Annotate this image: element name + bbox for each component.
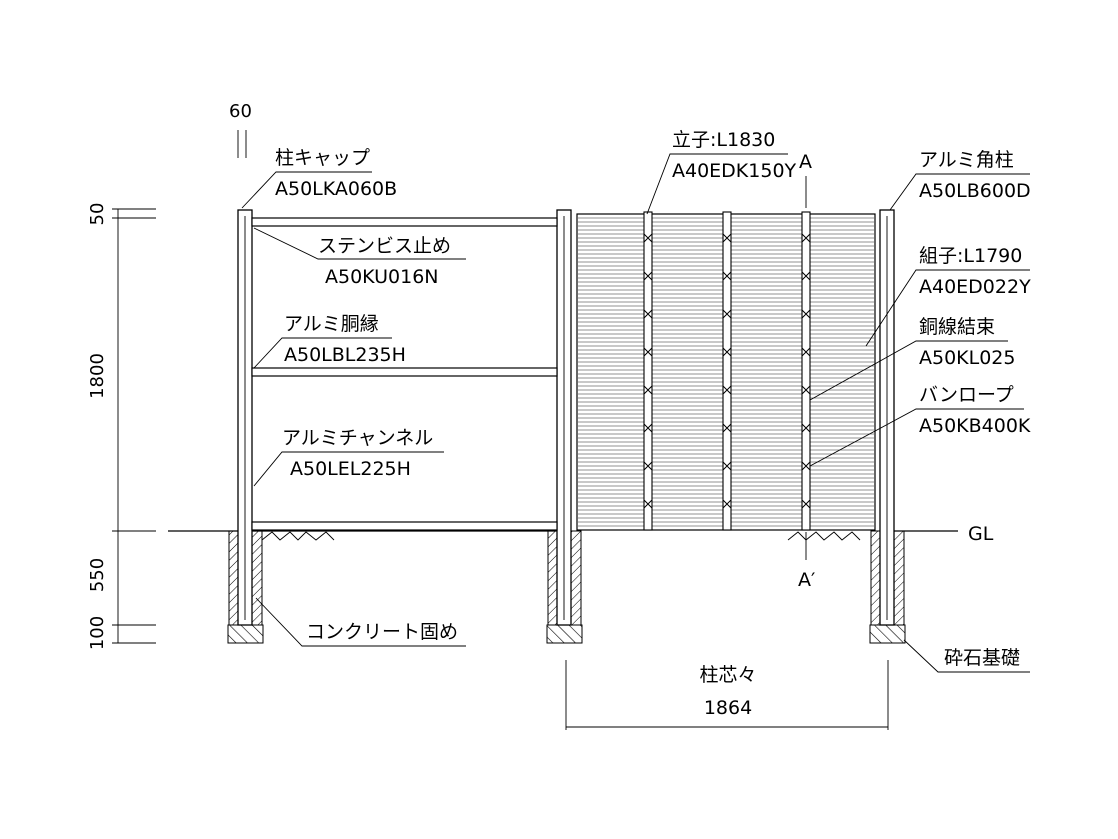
post-center-label: 柱芯々	[699, 664, 756, 686]
wire-tie-name: 銅線結束	[919, 316, 995, 338]
post-cap-code: A50LKA060B	[275, 178, 397, 200]
aluminum-channel-name: アルミチャンネル	[282, 427, 433, 449]
wire-tie-mark	[722, 461, 732, 471]
wire-tie-mark	[643, 385, 653, 395]
wire-tie-mark	[722, 385, 732, 395]
wire-tie-mark	[801, 309, 811, 319]
wire-tie-mark	[801, 385, 811, 395]
embed-depth-dimension: 550	[87, 558, 108, 592]
aluminum-rail-code: A50LBL235H	[284, 344, 406, 366]
wire-tie-mark	[722, 271, 732, 281]
left-bay-frame	[251, 217, 558, 531]
vertical-dimension-chain	[112, 208, 156, 644]
wire-tie-mark	[722, 499, 732, 509]
wire-tie-mark	[722, 309, 732, 319]
post-center-value: 1864	[704, 697, 752, 719]
ban-rope-name: バンロープ	[919, 384, 1014, 406]
wire-tie-mark	[801, 461, 811, 471]
fence-height-dimension: 1800	[87, 353, 108, 399]
upright-bar	[801, 211, 811, 531]
kumiko-code: A40ED022Y	[919, 276, 1031, 298]
upright-code: A40EDK150Y	[672, 160, 797, 182]
wire-tie-mark	[722, 347, 732, 357]
wire-tie-mark	[722, 423, 732, 433]
section-mark-a: A	[799, 151, 812, 173]
concrete-name: コンクリート固め	[306, 621, 458, 643]
square-post-code: A50LB600D	[919, 180, 1031, 202]
section-mark-a-prime: A′	[798, 569, 815, 591]
soil-hatch-right	[787, 531, 861, 541]
base-depth-dimension: 100	[87, 616, 108, 650]
soil-hatch-left	[261, 531, 335, 541]
wire-tie-mark	[643, 271, 653, 281]
wire-tie-mark	[643, 233, 653, 243]
post-cap-name: 柱キャップ	[275, 147, 370, 169]
wire-tie-mark	[801, 271, 811, 281]
aluminum-channel-code: A50LEL225H	[290, 458, 411, 480]
ground-level-label: GL	[968, 523, 994, 545]
right-bay-infill	[576, 211, 876, 531]
wire-tie-mark	[643, 347, 653, 357]
upright-bar	[643, 211, 653, 531]
wire-tie-mark	[722, 233, 732, 243]
gravel-name: 砕石基礎	[944, 647, 1020, 669]
cap-height-dimension: 50	[87, 203, 108, 226]
kumiko-name: 組子:L1790	[919, 245, 1022, 267]
wire-tie-mark	[801, 233, 811, 243]
square-post-name: アルミ角柱	[919, 149, 1014, 171]
wire-tie-mark	[801, 499, 811, 509]
aluminum-rail-name: アルミ胴縁	[284, 313, 379, 335]
upright-bar	[722, 211, 732, 531]
stainless-stop-code: A50KU016N	[325, 266, 439, 288]
ban-rope-code: A50KB400K	[919, 415, 1031, 437]
stainless-stop-name: ステンビス止め	[318, 235, 451, 257]
wire-tie-mark	[801, 347, 811, 357]
wire-tie-mark	[643, 309, 653, 319]
post-center-dimension-lines	[565, 660, 889, 730]
post-width-dimension: 60	[229, 101, 252, 122]
upright-name: 立子:L1830	[672, 129, 775, 151]
wire-tie-code: A50KL025	[919, 347, 1015, 369]
wire-tie-mark	[643, 423, 653, 433]
wire-tie-mark	[801, 423, 811, 433]
wire-tie-mark	[643, 499, 653, 509]
wire-tie-mark	[643, 461, 653, 471]
